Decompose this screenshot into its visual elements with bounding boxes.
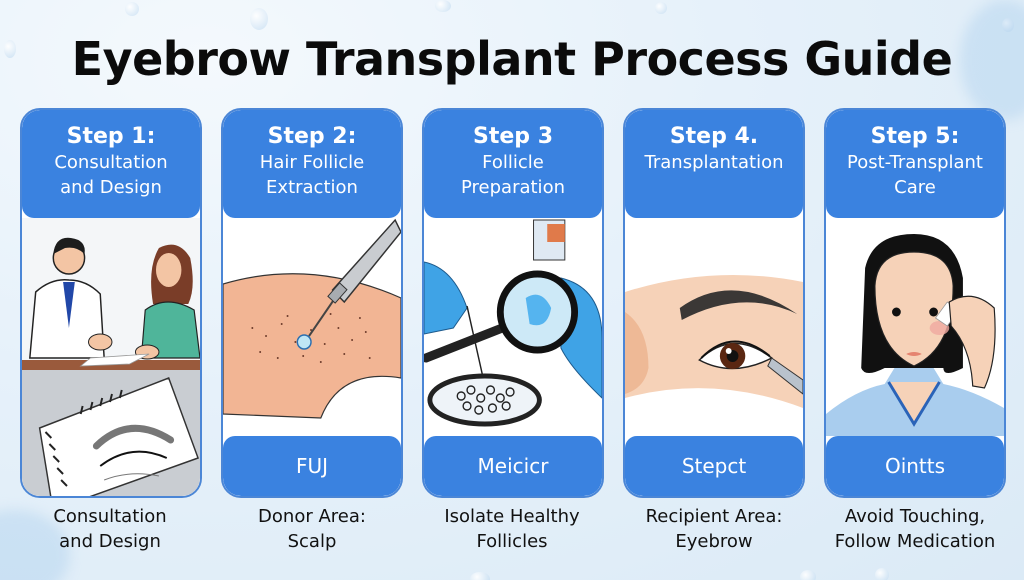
decorative-bubble xyxy=(250,8,268,30)
step-card-3: Step 3 Follicle Preparation xyxy=(422,108,604,498)
decorative-bubble xyxy=(470,572,490,580)
step-header: Step 3 Follicle Preparation xyxy=(424,110,602,218)
step-card-4: Step 4. Transplantation Stepct xyxy=(623,108,805,498)
caption-line2: Follow Medication xyxy=(834,531,996,552)
step-caption-4: Recipient Area: Eyebrow xyxy=(614,504,814,554)
step-footer-label: Ointts xyxy=(826,436,1004,496)
step-title-line1: Hair Follicle xyxy=(259,152,365,173)
step-caption-2: Donor Area: Scalp xyxy=(212,504,412,554)
step-number: Step 5: xyxy=(870,124,960,149)
step-header: Step 1: Consultation and Design xyxy=(22,110,200,218)
step-footer-label: Stepct xyxy=(625,436,803,496)
caption-line1: Recipient Area: xyxy=(645,506,783,527)
step-title-line2: and Design xyxy=(60,177,162,198)
step-title-line2: Extraction xyxy=(266,177,358,198)
step-title-line2: Preparation xyxy=(461,177,565,198)
step-card-2: Step 2: Hair Follicle Extraction xyxy=(221,108,403,498)
caption-line2: Eyebrow xyxy=(675,531,753,552)
caption-line1: Isolate Healthy xyxy=(444,506,580,527)
caption-line1: Avoid Touching, xyxy=(844,506,986,527)
decorative-bubble xyxy=(125,2,139,16)
step-caption-1: Consultation and Design xyxy=(10,504,210,554)
step-number: Step 1: xyxy=(66,124,156,149)
caption-line2: Follicles xyxy=(476,531,548,552)
decorative-bubble xyxy=(1002,18,1014,32)
post-care-illustration xyxy=(826,218,1004,436)
transplantation-illustration xyxy=(625,218,803,436)
decorative-bubble xyxy=(655,2,667,14)
step-title-line1: Transplantation xyxy=(644,152,784,173)
step-card-1: Step 1: Consultation and Design xyxy=(20,108,202,498)
follicle-extraction-illustration xyxy=(223,218,401,436)
caption-line1: Donor Area: xyxy=(258,506,366,527)
step-number: Step 3 xyxy=(473,124,553,149)
page-title: Eyebrow Transplant Process Guide xyxy=(71,32,953,86)
step-card-5: Step 5: Post-Transplant Care Ointts xyxy=(824,108,1006,498)
step-header: Step 5: Post-Transplant Care xyxy=(826,110,1004,218)
decorative-bubble xyxy=(800,570,816,580)
steps-row: Step 1: Consultation and Design xyxy=(20,108,1006,498)
consultation-illustration xyxy=(22,218,200,496)
step-number: Step 2: xyxy=(267,124,357,149)
caption-line2: and Design xyxy=(59,531,161,552)
step-title-line1: Consultation xyxy=(54,152,168,173)
decorative-bubble xyxy=(4,40,16,58)
step-title-line1: Follicle xyxy=(482,152,544,173)
step-header: Step 2: Hair Follicle Extraction xyxy=(223,110,401,218)
decorative-bubble xyxy=(435,0,451,12)
step-caption-5: Avoid Touching, Follow Medication xyxy=(815,504,1015,554)
decorative-blob xyxy=(960,0,1024,120)
step-title-line2: Care xyxy=(894,177,936,198)
step-number: Step 4. xyxy=(669,124,759,149)
caption-line2: Scalp xyxy=(287,531,337,552)
follicle-preparation-illustration xyxy=(424,218,602,436)
step-caption-3: Isolate Healthy Follicles xyxy=(412,504,612,554)
step-title-line1: Post-Transplant xyxy=(847,152,983,173)
caption-line1: Consultation xyxy=(53,506,167,527)
decorative-bubble xyxy=(875,568,889,580)
step-footer-label: Meicicr xyxy=(424,436,602,496)
step-footer-label: FUJ xyxy=(223,436,401,496)
step-header: Step 4. Transplantation xyxy=(625,110,803,218)
